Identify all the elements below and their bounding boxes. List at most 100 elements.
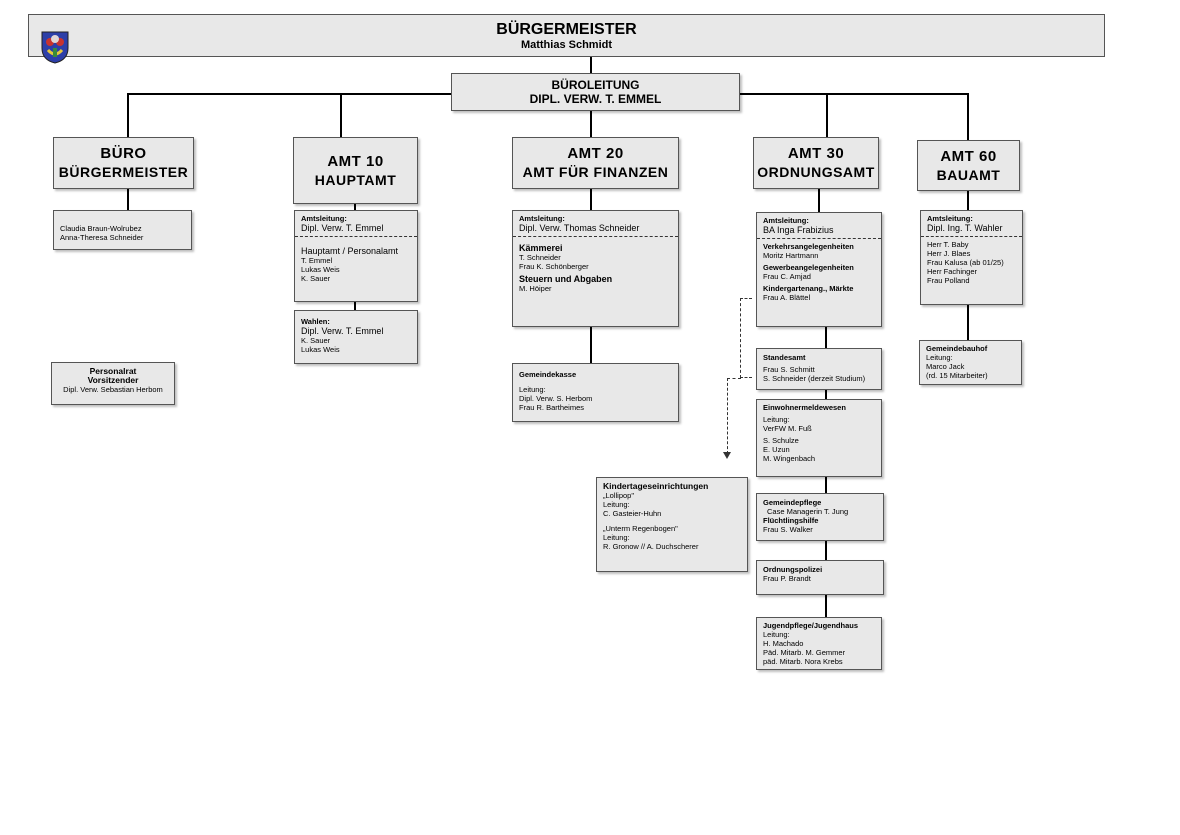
dept-buero-line2: BÜRGERMEISTER (58, 164, 189, 180)
connector-amt20 (590, 111, 592, 137)
divider (921, 236, 1022, 237)
office-management-box: BÜROLEITUNG DIPL. VERW. T. EMMEL (451, 73, 740, 111)
registry-box: Standesamt Frau S. Schmitt S. Schneider … (756, 348, 882, 390)
list-item: Moritz Hartmann (763, 251, 819, 260)
list-item: S. Schneider (derzeit Studium) (763, 374, 866, 383)
youth-box: Jugendpflege/Jugendhaus Leitung: H. Mach… (756, 617, 882, 670)
list-item: Claudia Braun-Wolrubez (60, 224, 142, 233)
residents-lead: VerFW M. Fuß (763, 424, 812, 433)
dept-buero-line1: BÜRO (100, 145, 147, 162)
dashed-connector-down (727, 378, 741, 379)
list-item: Frau R. Bartheimes (519, 403, 585, 412)
staff-council-line3: Dipl. Verw. Sebastian Herbom (63, 385, 163, 394)
mayor-box: BÜRGERMEISTER Matthias Schmidt (28, 14, 1105, 57)
care-box: Gemeindepflege Case Managerin T. Jung Fl… (756, 493, 884, 541)
connector-amt60-bauhof (967, 305, 969, 340)
crest-icon (40, 30, 70, 64)
cashoffice-title: Gemeindekasse (519, 370, 577, 379)
dept-60-box: AMT 60 BAUAMT (917, 140, 1020, 191)
dept-60-yard-box: Gemeindebauhof Leitung: Marco Jack (rd. … (919, 340, 1022, 385)
lead-name: Dipl. Verw. Thomas Schneider (519, 223, 640, 233)
dept-60-line1: AMT 60 (940, 147, 997, 165)
connector-horizontal-bar-right (740, 93, 968, 95)
lead-name: Dipl. Ing. T. Wahler (927, 223, 1003, 233)
connector-amt20-lead (590, 189, 592, 210)
police-title: Ordnungspolizei (763, 565, 823, 574)
connector-mayor-office (590, 57, 592, 73)
youth-title: Jugendpflege/Jugendhaus (763, 621, 859, 630)
lead-label: Amtsleitung: (301, 214, 347, 223)
connector-amt10 (340, 93, 342, 137)
treasury-title: Kämmerei (519, 243, 563, 253)
arrow-down-icon (723, 452, 731, 459)
youth-label: Leitung: (763, 630, 790, 639)
mayor-title: BÜRGERMEISTER (496, 20, 637, 38)
connector-amt10-wahlen (354, 302, 356, 310)
list-item: Herr Fachinger (927, 267, 978, 276)
staff-council-line2: Vorsitzender (87, 375, 139, 385)
list-item: Frau S. Schmitt (763, 365, 815, 374)
dept-buero-box: BÜRO BÜRGERMEISTER (53, 137, 194, 189)
list-item: Frau Kalusa (ab 01/25) (927, 258, 1004, 267)
dept-20-line1: AMT 20 (567, 145, 624, 162)
staff-council-box: Personalrat Vorsitzender Dipl. Verw. Seb… (51, 362, 175, 405)
yard-title: Gemeindebauhof (926, 344, 988, 353)
lead-label: Amtsleitung: (519, 214, 565, 223)
connector-amt60 (967, 93, 969, 140)
connector-amt30-lead (818, 189, 820, 212)
list-item: M. Höiper (519, 284, 552, 293)
dept-10-line2: HAUPTAMT (314, 171, 397, 188)
list-item: Lukas Weis (301, 265, 340, 274)
office-management-title: BÜROLEITUNG (551, 78, 640, 92)
elections-lead: Dipl. Verw. T. Emmel (301, 326, 384, 336)
dashed-arrow-line (727, 378, 728, 454)
daycare-2-name: „Unterm Regenbogen" (603, 524, 678, 533)
list-item: Dipl. Verw. S. Herbom (519, 394, 593, 403)
police-box: Ordnungspolizei Frau P. Brandt (756, 560, 884, 595)
dept-30-box: AMT 30 ORDNUNGSAMT (753, 137, 879, 189)
list-item: M. Wingenbach (763, 454, 816, 463)
dept-buero-staff-box: Claudia Braun-Wolrubez Anna-Theresa Schn… (53, 210, 192, 250)
dept-10-box: AMT 10 HAUPTAMT (293, 137, 418, 204)
lead-name: Dipl. Verw. T. Emmel (301, 223, 384, 233)
dept-10-elections-box: Wahlen: Dipl. Verw. T. Emmel K. Sauer Lu… (294, 310, 418, 364)
list-item: päd. Mitarb. Nora Krebs (763, 657, 843, 666)
daycare-1-lead: C. Gasteier-Huhn (603, 509, 662, 518)
connector-amt10-lead (354, 204, 356, 210)
divider (295, 236, 417, 237)
list-item: Päd. Mitarb. M. Gemmer (763, 648, 846, 657)
divider (513, 236, 678, 237)
dept-20-cashoffice-box: Gemeindekasse Leitung: Dipl. Verw. S. He… (512, 363, 679, 422)
dept-10-line1: AMT 10 (327, 152, 384, 170)
office-management-name: DIPL. VERW. T. EMMEL (529, 92, 662, 106)
dept-30-detail-box: Amtsleitung: BA Inga Frabizius Verkehrsa… (756, 212, 882, 327)
connector-amt30 (826, 93, 828, 137)
list-item: Herr J. Blaes (927, 249, 971, 258)
daycare-2-lead: R. Gronow // A. Duchscherer (603, 542, 699, 551)
connector-amt60-lead (967, 191, 969, 210)
daycare-1-label: Leitung: (603, 500, 630, 509)
staff-council-line1: Personalrat (89, 366, 137, 376)
daycare-box: Kindertageseinrichtungen „Lollipop" Leit… (596, 477, 748, 572)
list-item: Frau P. Brandt (763, 574, 811, 583)
list-item: E. Uzun (763, 445, 790, 454)
taxes-title: Steuern und Abgaben (519, 274, 613, 284)
yard-label: Leitung: (926, 353, 953, 362)
care-title: Gemeindepflege (763, 498, 822, 507)
list-item: T. Emmel (301, 256, 333, 265)
kita-title: Kindergartenang., Märkte (763, 284, 854, 293)
list-item: Frau S. Walker (763, 525, 813, 534)
daycare-1-name: „Lollipop" (603, 491, 635, 500)
yard-note: (rd. 15 Mitarbeiter) (926, 371, 988, 380)
list-item: T. Schneider (519, 253, 561, 262)
connector-buero (127, 93, 129, 137)
divider (757, 238, 881, 239)
dept-60-detail-box: Amtsleitung: Dipl. Ing. T. Wahler Herr T… (920, 210, 1023, 305)
lead-label: Amtsleitung: (763, 216, 809, 225)
dept-30-line2: ORDNUNGSAMT (757, 164, 875, 180)
dept-20-line2: AMT FÜR FINANZEN (522, 164, 669, 180)
list-item: Herr T. Baby (927, 240, 969, 249)
daycare-title: Kindertageseinrichtungen (603, 481, 709, 491)
daycare-2-label: Leitung: (603, 533, 630, 542)
list-item: Case Managerin T. Jung (767, 507, 849, 516)
